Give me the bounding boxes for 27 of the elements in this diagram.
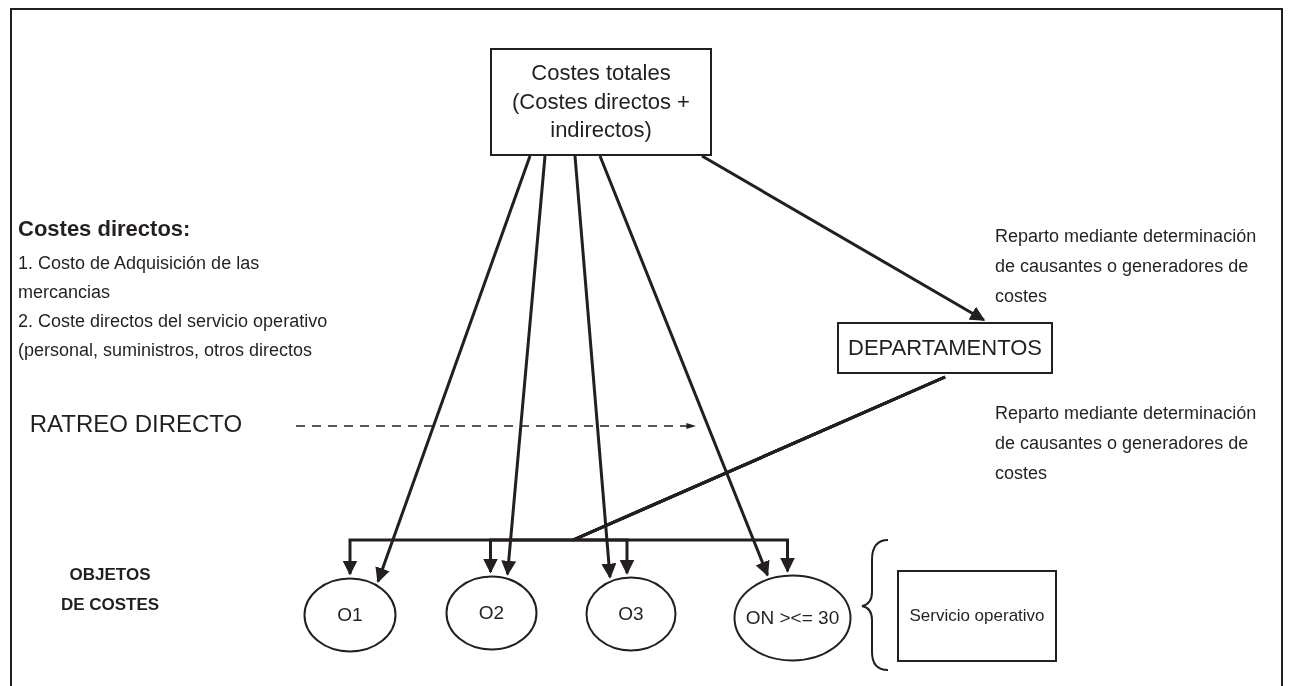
arrow	[701, 154, 986, 322]
object-ellipse	[445, 575, 538, 651]
dashed-arrow	[295, 423, 696, 429]
object-label: O1	[336, 602, 364, 627]
heading: Costes directos:	[18, 215, 192, 243]
note-text: Reparto mediante determinación de causantes o generadores de costes	[995, 402, 1258, 485]
process-box	[897, 570, 1057, 662]
process-box	[490, 48, 712, 156]
arrow	[501, 155, 547, 576]
arrow	[573, 155, 617, 579]
box-label: Servicio operativo	[908, 604, 1046, 627]
axis-heading: OBJETOS DE COSTES	[60, 564, 160, 616]
box-label: Costes totales (Costes directos + indirectos)	[511, 59, 691, 145]
object-label: O2	[477, 600, 506, 625]
object-label: O3	[617, 601, 645, 626]
process-label: RATREO DIRECTO	[29, 409, 243, 440]
list-item: 1. Costo de Adquisición de las mercancias	[18, 252, 261, 304]
arrow	[375, 155, 532, 583]
object-label: ON ><= 30	[744, 605, 841, 630]
list-item: 2. Coste directos del servicio operativo (personal, suministros, otros directos	[18, 310, 329, 362]
process-box	[837, 322, 1053, 374]
note-text: Reparto mediante determinación de causantes o generadores de costes	[995, 225, 1258, 308]
object-ellipse	[733, 574, 852, 662]
object-ellipse	[303, 577, 397, 653]
object-ellipse	[585, 576, 677, 652]
box-label: DEPARTAMENTOS	[847, 333, 1043, 362]
arrow	[598, 155, 770, 577]
